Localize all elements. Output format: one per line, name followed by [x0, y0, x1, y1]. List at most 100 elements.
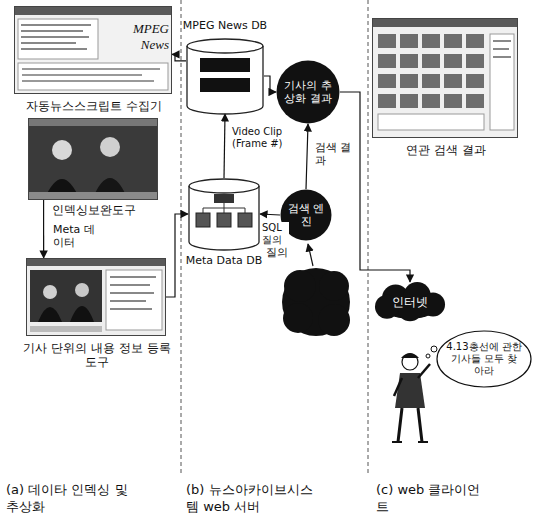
flow-arrow — [306, 124, 308, 189]
flow-arrow — [43, 200, 44, 258]
thought-dot — [426, 354, 430, 358]
speech-bubble: 4.13총선에 관한 기사들 모두 찾아라 — [436, 330, 532, 388]
edge-label: Video Clip (Frame #) — [231, 126, 293, 149]
screenshot-window: 인덱싱보완도구 — [28, 118, 158, 200]
flow-arrow — [260, 214, 280, 215]
database-label: Meta Data DB — [174, 254, 274, 267]
database-cylinder: MPEG News DB — [186, 38, 264, 114]
title-bar — [372, 18, 518, 27]
cylinder-body — [189, 186, 259, 250]
person-figure — [38, 307, 62, 322]
screen-caption: 자동뉴스스크립트 수집기 — [7, 99, 181, 113]
column-caption: (b) 뉴스아카이브시스템 web 서버 — [186, 482, 314, 516]
text-line — [22, 74, 142, 76]
screenshot-window: MPEG News자동뉴스스크립트 수집기 — [14, 6, 172, 94]
cloud-label: 인터넷 — [392, 295, 428, 309]
text-line — [493, 40, 511, 42]
text-line — [21, 48, 87, 50]
edge-label: SQL 질의 — [261, 222, 289, 245]
query-label: 질의 — [266, 246, 296, 260]
window-ground — [26, 258, 166, 336]
cylinder-top — [189, 179, 259, 193]
text-line — [21, 42, 76, 44]
text-line — [22, 68, 160, 70]
person-head — [75, 283, 89, 297]
flow-arrow — [224, 114, 225, 178]
title-bar — [14, 6, 172, 15]
title-bar — [26, 258, 166, 266]
screen-caption: 연관 검색 결과 — [373, 143, 519, 157]
thought-dot — [431, 346, 437, 352]
database-cylinder: Meta Data DB — [188, 178, 260, 250]
network-cloud: 인터넷 — [374, 282, 446, 322]
screenshot-window: 기사 단위의 내용 정보 등록 도구 — [26, 258, 166, 336]
text-line — [493, 48, 509, 50]
database-cylinder-outline — [186, 38, 264, 114]
text-panel — [378, 114, 484, 130]
text-line — [110, 284, 150, 286]
screenshot-mock — [26, 258, 166, 336]
text-line — [110, 276, 156, 278]
web-server-blob — [282, 268, 350, 336]
circle-fill — [277, 61, 340, 124]
screen-caption: 기사 단위의 내용 정보 등록 도구 — [21, 341, 173, 370]
screenshot-window: 연관 검색 결과 — [372, 18, 518, 138]
column-separator — [181, 0, 182, 476]
process-label: 기사의 추상화 결과 — [284, 79, 332, 105]
screen-title: MPEG News — [111, 21, 169, 52]
database-label: MPEG News DB — [172, 19, 278, 32]
window-ground — [372, 18, 518, 138]
speech-text: 4.13총선에 관한 기사들 모두 찾아라 — [446, 341, 522, 377]
flow-arrow — [166, 214, 188, 297]
column-caption: (c) web 클라이언트 — [376, 482, 488, 516]
status-bar — [30, 326, 102, 332]
metadata-tree-icon — [196, 194, 252, 227]
database-cylinder-outline — [188, 178, 260, 250]
flow-arrow — [264, 76, 276, 92]
screenshot-mock — [28, 118, 158, 200]
person-figure — [70, 306, 94, 322]
user-figure — [392, 353, 430, 442]
window-ground — [14, 6, 172, 94]
text-line — [493, 56, 511, 58]
db-record-block — [200, 58, 250, 72]
flow-arrow — [172, 54, 186, 60]
cylinder-top — [187, 39, 263, 53]
text-line — [110, 292, 154, 294]
edge-label: Meta 데이터 — [52, 224, 102, 249]
text-panel — [18, 63, 168, 90]
column-caption: (a) 데이타 인덱싱 및 추상화 — [6, 482, 128, 516]
process-circle: 기사의 추상화 결과 — [276, 60, 340, 124]
screenshot-mock — [372, 18, 518, 138]
photo-ground — [28, 118, 158, 200]
person-head — [43, 285, 57, 299]
screenshot-mock — [14, 6, 172, 94]
person-head — [52, 140, 72, 160]
text-line — [21, 36, 89, 38]
text-line — [21, 24, 91, 26]
edge-label: 검색 결과 — [314, 142, 356, 167]
column-separator — [368, 0, 369, 476]
flow-arrow — [340, 92, 410, 282]
side-panel — [490, 34, 514, 130]
status-bar — [28, 192, 158, 200]
text-line — [22, 80, 154, 82]
thumbnail-grid — [378, 34, 484, 108]
photo — [30, 270, 102, 322]
form-panel — [106, 270, 162, 330]
title-bar — [28, 118, 158, 126]
text-line — [110, 300, 146, 302]
process-label: 검색 엔진 — [286, 202, 326, 228]
text-line — [21, 30, 83, 32]
text-panel — [18, 19, 98, 59]
db-record-block — [200, 78, 250, 92]
screen-caption: 인덱싱보완도구 — [19, 203, 169, 217]
text-line — [110, 308, 152, 310]
person-head — [100, 137, 120, 157]
query-arrow — [308, 244, 313, 266]
cylinder-body — [187, 46, 263, 114]
